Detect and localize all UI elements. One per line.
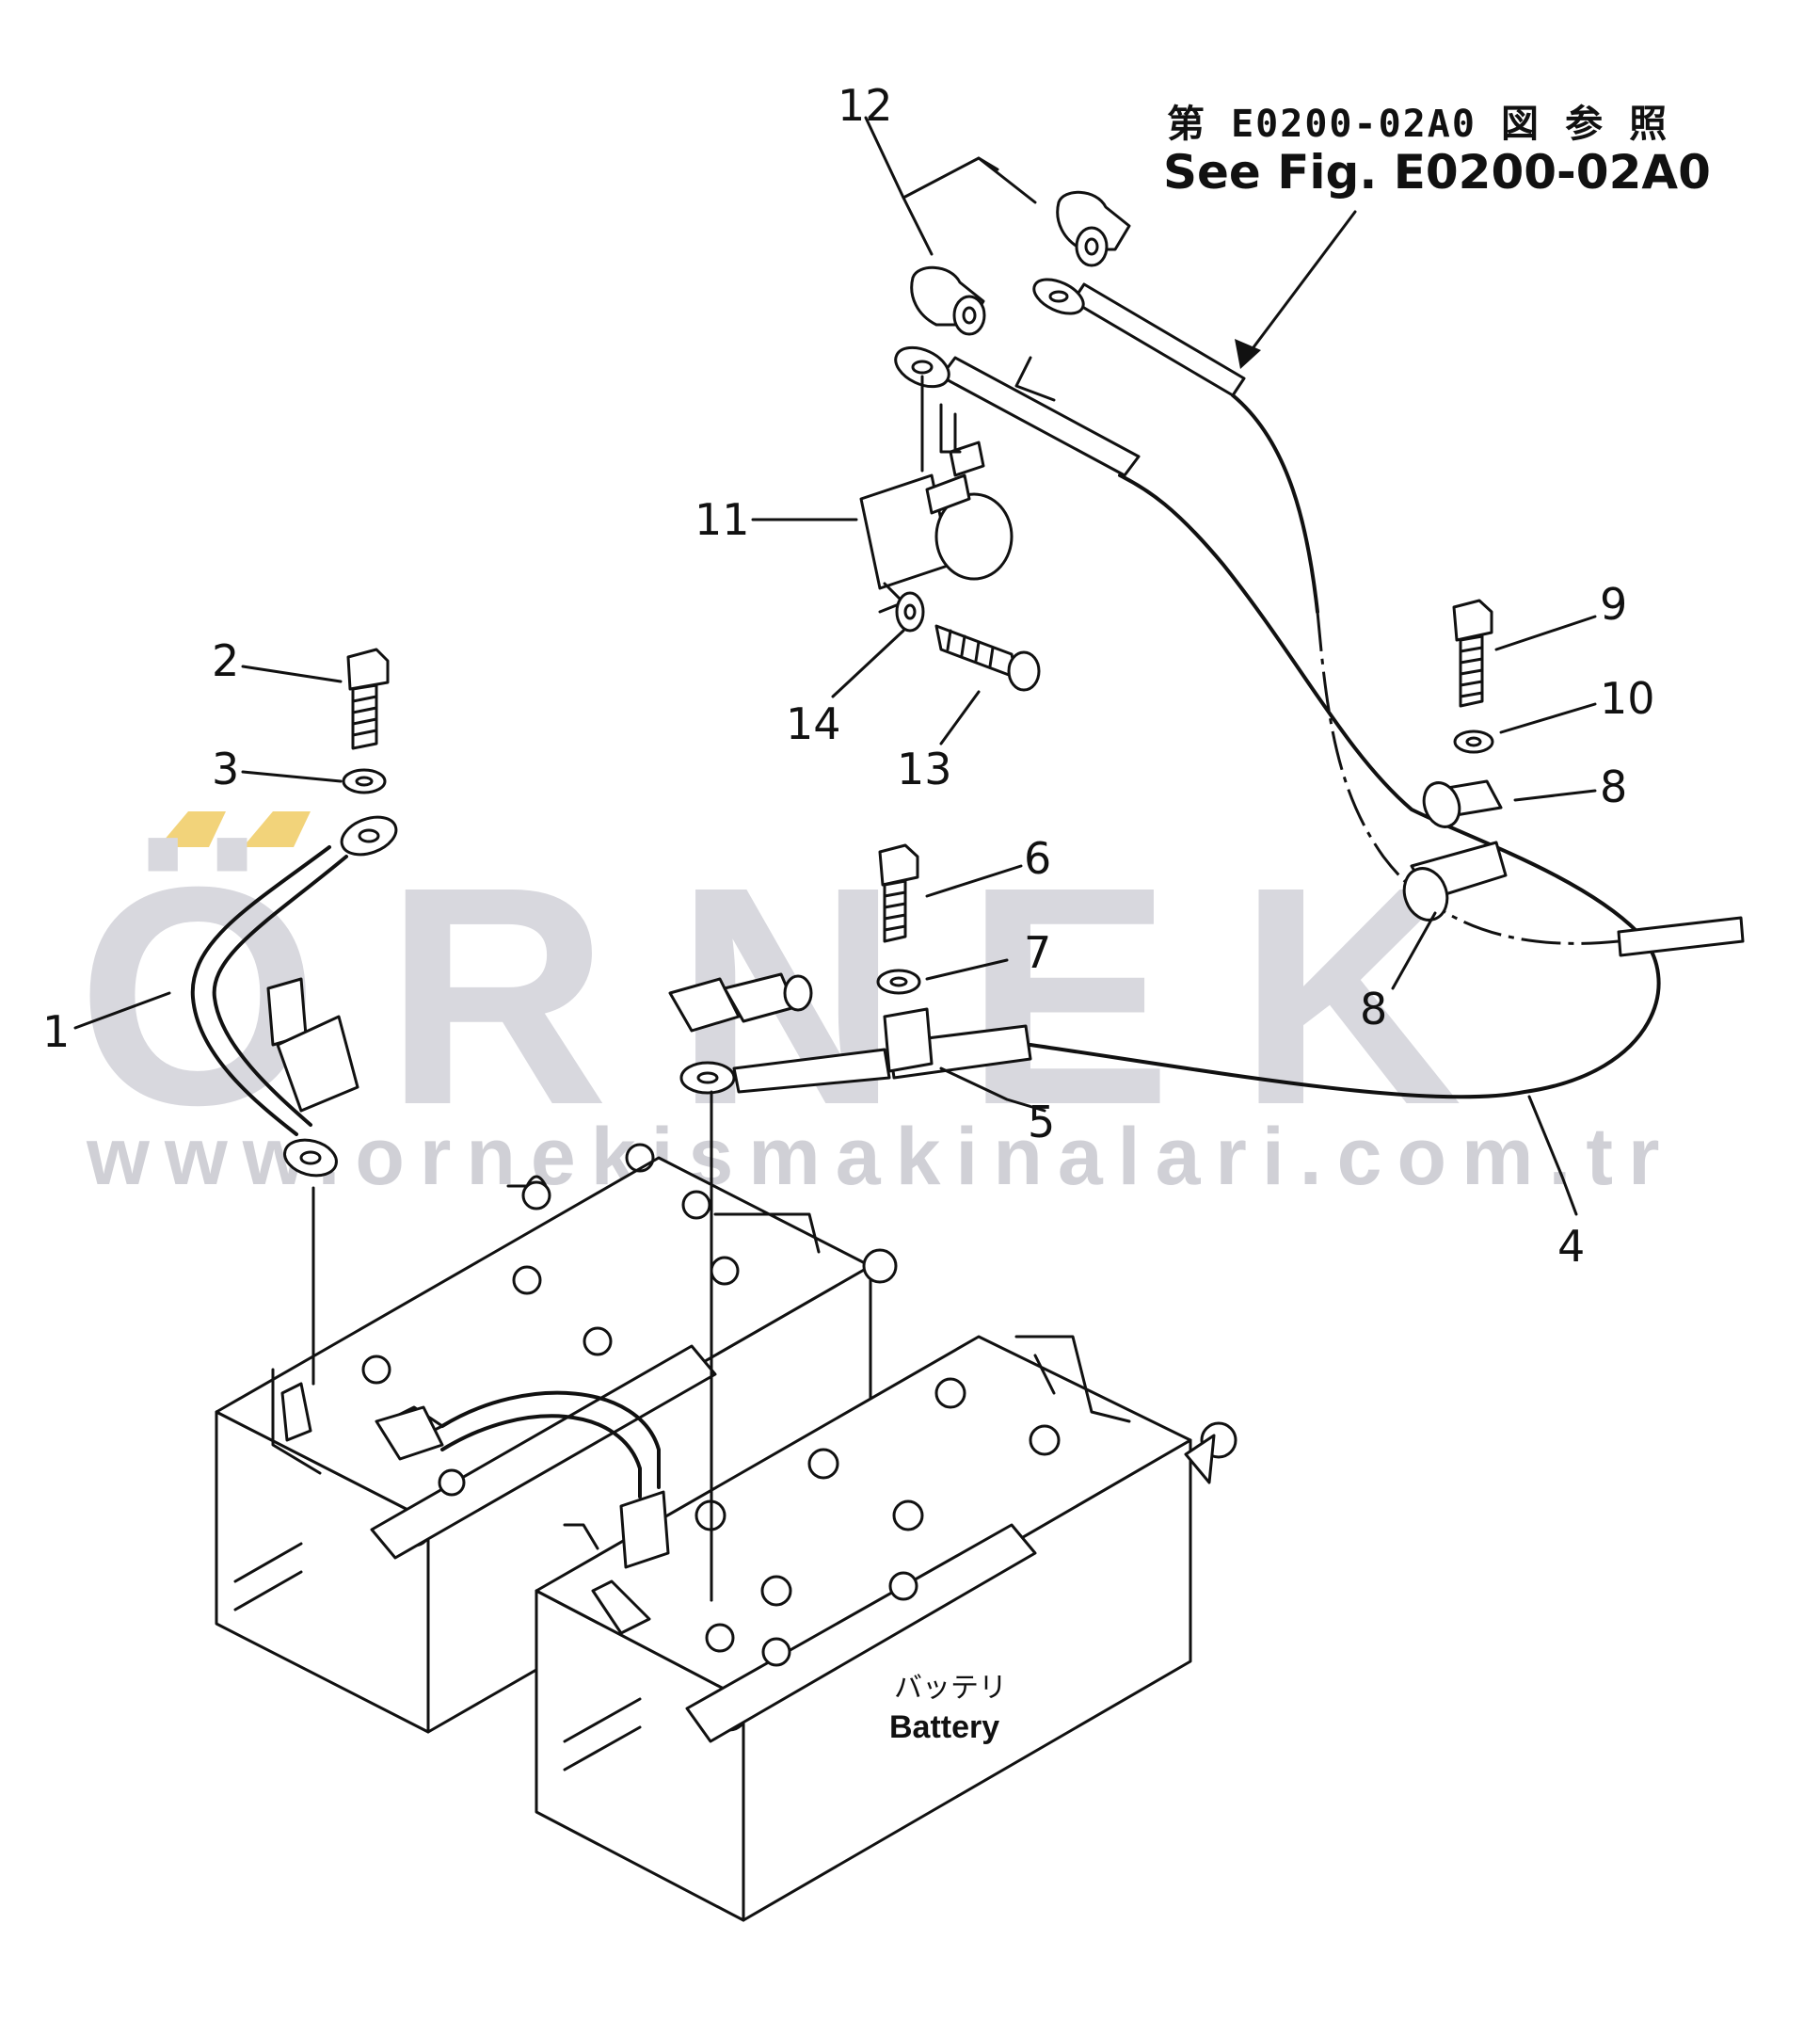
reference-english: See Fig. E0200-02A0 (1163, 145, 1711, 200)
part-4-cable (894, 345, 1661, 1099)
part-7-washer (876, 969, 921, 995)
reference-cable (1014, 278, 1745, 957)
battery-label-japanese: バッテリ (894, 1672, 1007, 1705)
callout-10: 10 (1600, 673, 1655, 724)
part-8-clamp-upper (1422, 779, 1503, 828)
leader-lines (73, 116, 1597, 1216)
callout-1: 1 (42, 1006, 70, 1057)
callout-13: 13 (897, 744, 952, 794)
callout-8b: 8 (1360, 984, 1387, 1034)
part-10-washer (1453, 729, 1494, 754)
part-8-clamp-lower (1402, 841, 1508, 922)
part-14-washer (895, 591, 925, 633)
watermark-url: www.ornekismakinalari.com.tr (86, 1112, 1674, 1202)
part-12-cap-left (910, 265, 986, 336)
part-6-bolt (878, 843, 919, 943)
callout-14: 14 (786, 698, 841, 749)
battery-link-cable (375, 1390, 670, 1569)
part-12-cap-right (1056, 190, 1131, 267)
reference-japanese: 第 E0200-02A0 図 参 照 (1167, 103, 1668, 146)
battery-front: バッテリ Battery (535, 1335, 1237, 1922)
callout-11: 11 (694, 494, 750, 545)
callout-4: 4 (1557, 1221, 1585, 1272)
part-9-bolt (1452, 599, 1493, 708)
callout-2: 2 (212, 635, 239, 686)
callout-6: 6 (1024, 833, 1051, 884)
callout-7: 7 (1024, 927, 1051, 978)
part-3-washer (342, 768, 387, 794)
battery-label-english: Battery (889, 1709, 999, 1745)
callout-numbers: 1 2 3 4 5 6 7 8 8 9 10 11 12 13 14 (42, 80, 1655, 1272)
watermark-umlaut-right (243, 811, 311, 847)
callout-9: 9 (1600, 579, 1627, 630)
callout-8a: 8 (1600, 762, 1627, 812)
callout-3: 3 (212, 744, 239, 794)
part-5-cable (668, 972, 1032, 1602)
part-11-relay (859, 375, 1014, 614)
part-13-bolt (934, 624, 1041, 692)
callout-12: 12 (838, 80, 893, 131)
part-2-bolt (346, 648, 390, 750)
watermark-umlaut-left (158, 811, 226, 847)
callout-5: 5 (1028, 1097, 1055, 1147)
part-1-cable (190, 815, 398, 1386)
figure-reference: 第 E0200-02A0 図 参 照 See Fig. E0200-02A0 (1163, 103, 1711, 200)
